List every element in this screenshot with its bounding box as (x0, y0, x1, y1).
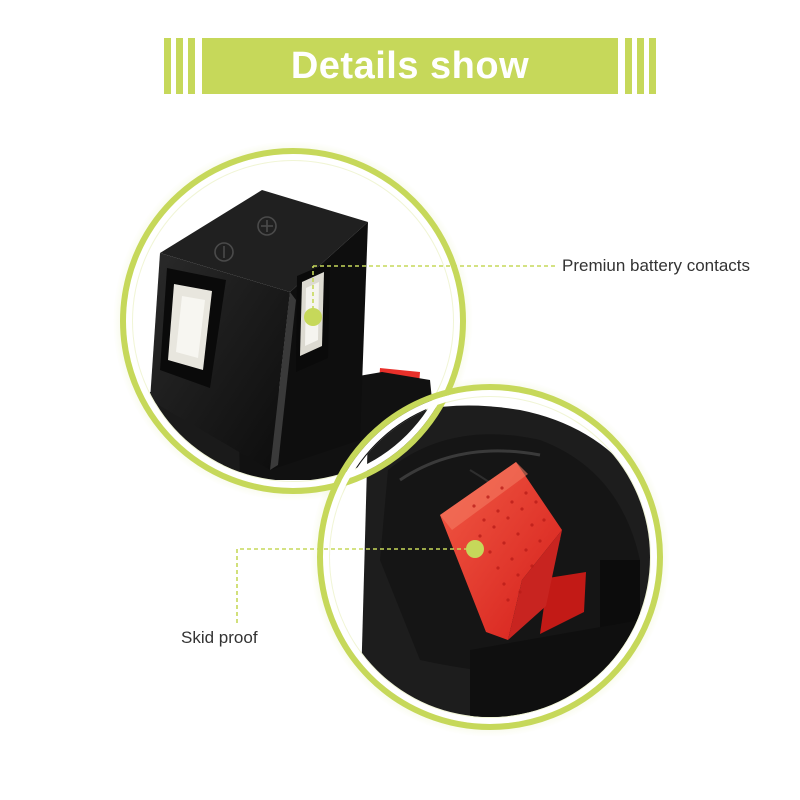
negative-terminal-icon (214, 242, 234, 262)
banner-stripe (649, 38, 656, 94)
banner-stripe (637, 38, 644, 94)
positive-terminal-icon (257, 216, 277, 236)
bottom-circle-ring (317, 384, 663, 730)
contacts-callout-leader (304, 265, 555, 326)
banner-stripe (176, 38, 183, 94)
banner-stripe (164, 38, 171, 94)
banner-title: Details show (202, 38, 618, 94)
latch-grip-texture (472, 486, 546, 602)
latch-callout-label: Skid proof (181, 628, 258, 647)
contacts-callout-label: Premiun battery contacts (562, 256, 751, 275)
banner-stripe (625, 38, 632, 94)
latch-callout-leader (236, 540, 484, 624)
title-banner: Details show (164, 38, 656, 94)
latch-closeup-photo (330, 397, 650, 717)
banner-stripe (188, 38, 195, 94)
top-circle-inner-ring (126, 154, 460, 488)
bottom-circle-inner-ring (323, 390, 657, 724)
top-circle-ring (120, 148, 466, 494)
